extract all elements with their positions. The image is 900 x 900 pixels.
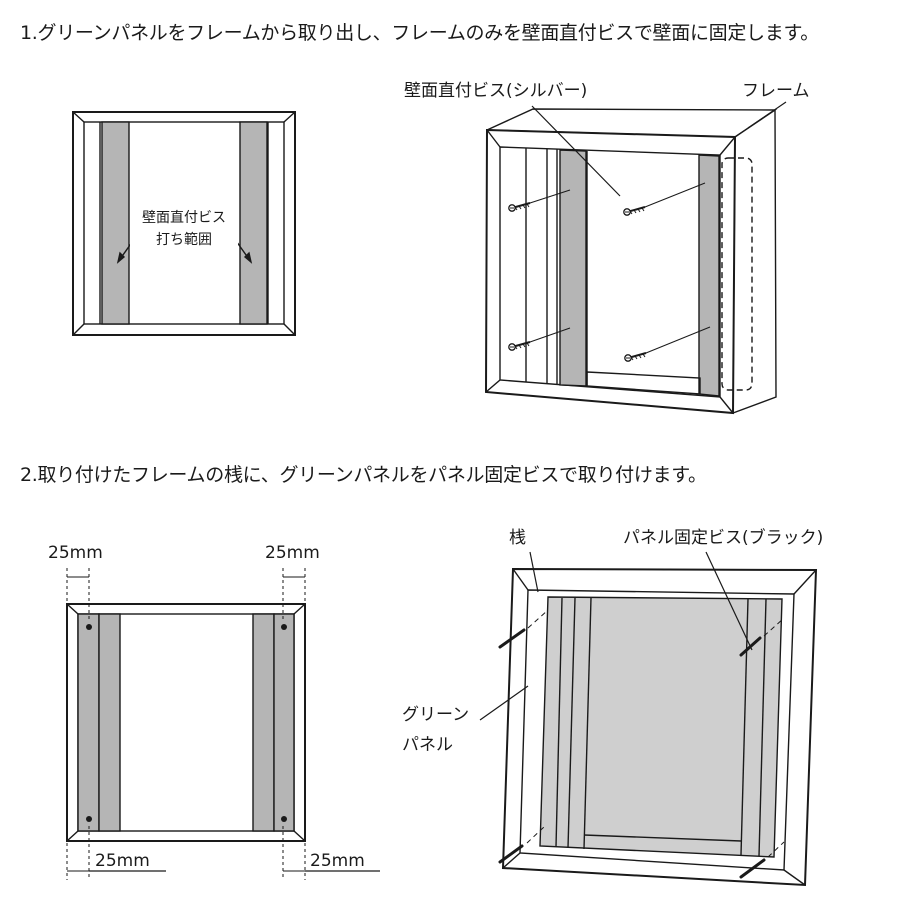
rail-right	[239, 121, 268, 325]
screw-area-label-line2: 打ち範囲	[156, 231, 212, 248]
panel-screw-label: パネル固定ビス(ブラック)	[623, 527, 823, 548]
dim-top-left: 25mm	[48, 543, 103, 563]
wall-screw-label: 壁面直付ビス(シルバー)	[404, 81, 587, 101]
wall-screw-icon	[622, 182, 706, 217]
fig2-front-view	[66, 603, 306, 842]
screw-area-label-line1: 壁面直付ビス	[142, 209, 226, 226]
rail-right	[252, 613, 275, 832]
green-panel-label-line1: グリーン	[402, 705, 469, 725]
fig1-perspective-frame	[484, 108, 778, 415]
rail-left	[101, 121, 130, 325]
rail-left	[77, 613, 100, 832]
wall-screw-icon	[623, 326, 711, 363]
wall-screw-icon	[507, 327, 571, 352]
screw-hole-icon	[86, 624, 287, 822]
fig2-perspective-frame	[501, 567, 818, 887]
wall-screw-icon	[507, 189, 571, 213]
rail-right	[698, 154, 720, 397]
dim-top-right: 25mm	[265, 543, 320, 563]
rail-label: 桟	[509, 528, 526, 548]
rail-left	[559, 149, 587, 387]
green-panel	[539, 596, 783, 858]
dim-bottom-left: 25mm	[95, 851, 150, 871]
dim-bottom-right: 25mm	[310, 851, 365, 871]
frame-label: フレーム	[742, 81, 810, 101]
fig1-front-view	[72, 111, 296, 336]
step-1-instruction: 1.グリーンパネルをフレームから取り出し、フレームのみを壁面直付ビスで壁面に固定…	[20, 22, 819, 44]
step-2-instruction: 2.取り付けたフレームの桟に、グリーンパネルをパネル固定ビスで取り付けます。	[20, 464, 707, 486]
rail-left-inner	[98, 613, 121, 832]
green-panel-label-line2: パネル	[402, 735, 453, 755]
rail-right-inner	[273, 613, 295, 832]
